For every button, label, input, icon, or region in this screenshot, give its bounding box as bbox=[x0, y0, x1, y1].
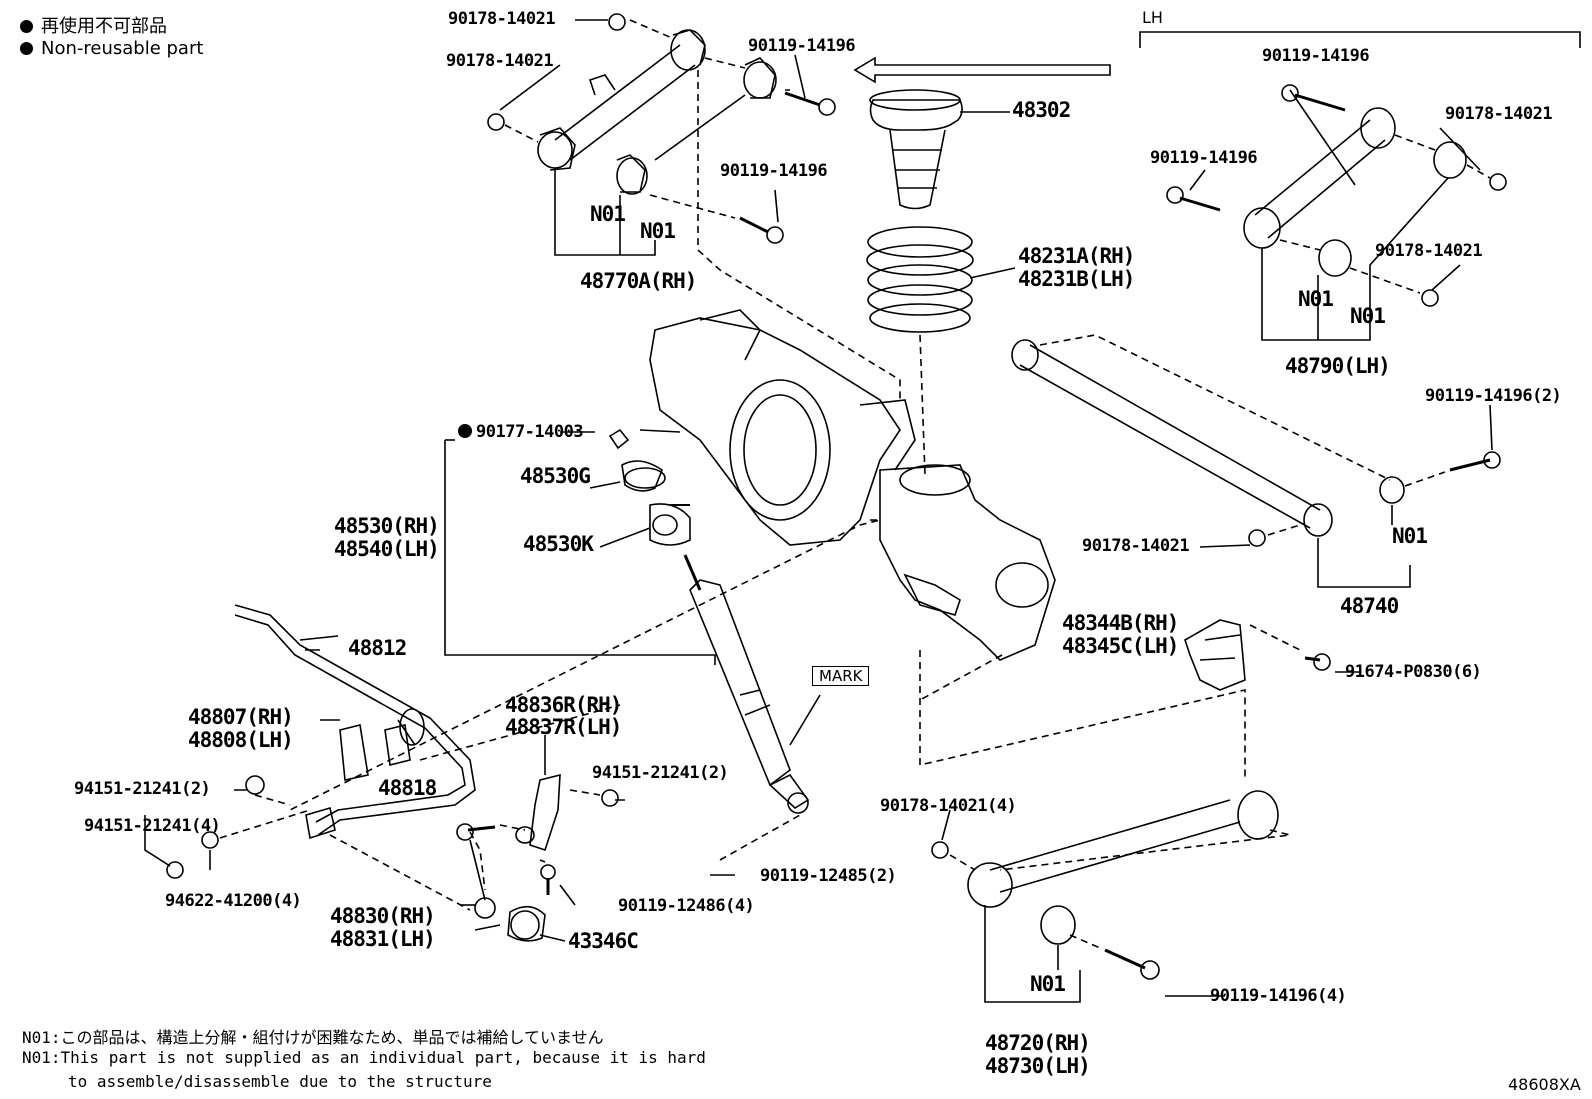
part-label[interactable]: 90119-12485(2) bbox=[760, 866, 897, 886]
part-label[interactable]: 94151-21241(4) bbox=[84, 816, 221, 836]
part-label[interactable]: 90178-14021 bbox=[1445, 104, 1553, 124]
part-label[interactable]: 48540(LH) bbox=[334, 537, 440, 561]
non-reusable-dot-icon bbox=[458, 424, 472, 438]
part-label[interactable]: 90178-14021 bbox=[448, 9, 556, 29]
part-label[interactable]: N01 bbox=[1298, 287, 1334, 311]
part-label[interactable]: 48530K bbox=[523, 532, 594, 556]
stabilizer-link-drawing bbox=[456, 735, 619, 942]
part-label[interactable]: 48530(RH) bbox=[334, 514, 440, 538]
upper-arm-rh-drawing bbox=[487, 13, 901, 400]
stabilizer-bar-drawing bbox=[144, 604, 621, 911]
part-label[interactable]: 48818 bbox=[378, 776, 437, 800]
mark-label: MARK bbox=[812, 666, 870, 686]
part-label[interactable]: 94622-41200(4) bbox=[165, 891, 302, 911]
note-jp: N01:この部品は、構造上分解・組付けが困難なため、単品では補給していません bbox=[22, 1028, 604, 1047]
part-label[interactable]: 90119-14196 bbox=[1262, 46, 1370, 66]
bump-stopper-drawing bbox=[869, 89, 1010, 210]
part-label[interactable]: 48302 bbox=[1012, 98, 1071, 122]
part-label[interactable]: 43346C bbox=[568, 929, 639, 953]
direction-arrow bbox=[853, 56, 1111, 84]
figure-code: 48608XA bbox=[1508, 1075, 1581, 1094]
part-label[interactable]: 90177-14003 bbox=[458, 421, 584, 443]
note-en-line2: to assemble/disassemble due to the struc… bbox=[68, 1072, 492, 1091]
part-label[interactable]: 48740 bbox=[1340, 594, 1399, 618]
part-label[interactable]: N01 bbox=[1392, 524, 1428, 548]
axle-housing-drawing bbox=[649, 309, 1056, 661]
legend-en: Non-reusable part bbox=[20, 38, 203, 59]
part-label[interactable]: 48812 bbox=[348, 636, 407, 660]
lower-arm-drawing bbox=[919, 650, 1291, 1003]
part-label[interactable]: 90119-14196 bbox=[720, 161, 828, 181]
part-label[interactable]: 48730(LH) bbox=[985, 1054, 1091, 1078]
part-label[interactable]: 48790(LH) bbox=[1285, 354, 1391, 378]
part-label[interactable]: 90119-14196(2) bbox=[1425, 386, 1562, 406]
part-label[interactable]: 48720(RH) bbox=[985, 1031, 1091, 1055]
coil-spring-drawing bbox=[866, 226, 1016, 476]
bracket-drawing bbox=[1184, 619, 1331, 691]
part-label[interactable]: N01 bbox=[640, 219, 676, 243]
part-label[interactable]: 90119-14196(4) bbox=[1210, 986, 1347, 1006]
part-label[interactable]: 48345C(LH) bbox=[1062, 634, 1179, 658]
part-label[interactable]: 90178-14021 bbox=[446, 51, 554, 71]
lh-bracket bbox=[1139, 31, 1581, 48]
non-reusable-dot-icon bbox=[20, 20, 33, 33]
part-label[interactable]: N01 bbox=[1030, 972, 1066, 996]
part-label[interactable]: 48807(RH) bbox=[188, 705, 294, 729]
lateral-rod-drawing bbox=[1011, 334, 1501, 588]
part-label[interactable]: 90119-14196 bbox=[748, 36, 856, 56]
part-label[interactable]: 48770A(RH) bbox=[580, 269, 697, 293]
note-en-line1: N01:This part is not supplied as an indi… bbox=[22, 1048, 706, 1067]
part-label[interactable]: 90119-12486(4) bbox=[618, 896, 755, 916]
part-label[interactable]: 90178-14021 bbox=[1375, 241, 1483, 261]
legend-jp: 再使用不可部品 bbox=[20, 12, 167, 38]
part-label[interactable]: 90178-14021(4) bbox=[880, 796, 1017, 816]
part-label[interactable]: 48837R(LH) bbox=[505, 715, 622, 739]
part-label[interactable]: 90178-14021 bbox=[1082, 536, 1190, 556]
part-label[interactable]: 48231A(RH) bbox=[1018, 244, 1135, 268]
part-label[interactable]: 48231B(LH) bbox=[1018, 267, 1135, 291]
part-label[interactable]: 94151-21241(2) bbox=[592, 763, 729, 783]
part-label[interactable]: 90119-14196 bbox=[1150, 148, 1258, 168]
part-label[interactable]: 48836R(RH) bbox=[505, 693, 622, 717]
part-label[interactable]: 48344B(RH) bbox=[1062, 611, 1179, 635]
part-label[interactable]: 48808(LH) bbox=[188, 728, 294, 752]
part-label[interactable]: 48530G bbox=[520, 464, 591, 488]
part-label[interactable]: 94151-21241(2) bbox=[74, 779, 211, 799]
part-label[interactable]: 91674-P0830(6) bbox=[1345, 662, 1482, 682]
part-label[interactable]: 48831(LH) bbox=[330, 927, 436, 951]
shock-absorber-drawing bbox=[289, 428, 881, 861]
upper-arm-lh-drawing bbox=[1166, 84, 1507, 341]
side-label: LH bbox=[1142, 8, 1163, 27]
part-label[interactable]: N01 bbox=[1350, 304, 1386, 328]
leader-lines bbox=[234, 19, 1493, 997]
part-label[interactable]: N01 bbox=[590, 202, 626, 226]
non-reusable-dot-icon bbox=[20, 42, 33, 55]
part-label[interactable]: 48830(RH) bbox=[330, 904, 436, 928]
